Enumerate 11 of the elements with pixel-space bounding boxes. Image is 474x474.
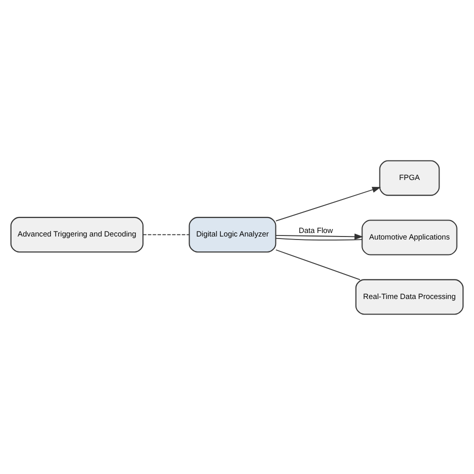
edge-label: Data Flow	[298, 226, 333, 235]
arrow	[275, 186, 381, 221]
arrow	[275, 233, 364, 240]
node-box: Advanced Triggering and Decoding	[10, 216, 144, 252]
node-box: Automotive Applications	[362, 219, 458, 255]
node-box: Real-Time Data Processing	[355, 278, 464, 314]
connector	[275, 237, 363, 240]
node-box: FPGA	[379, 160, 440, 196]
node-box: Digital Logic Analyzer	[188, 216, 276, 252]
connector	[275, 248, 360, 280]
connector	[142, 234, 190, 235]
